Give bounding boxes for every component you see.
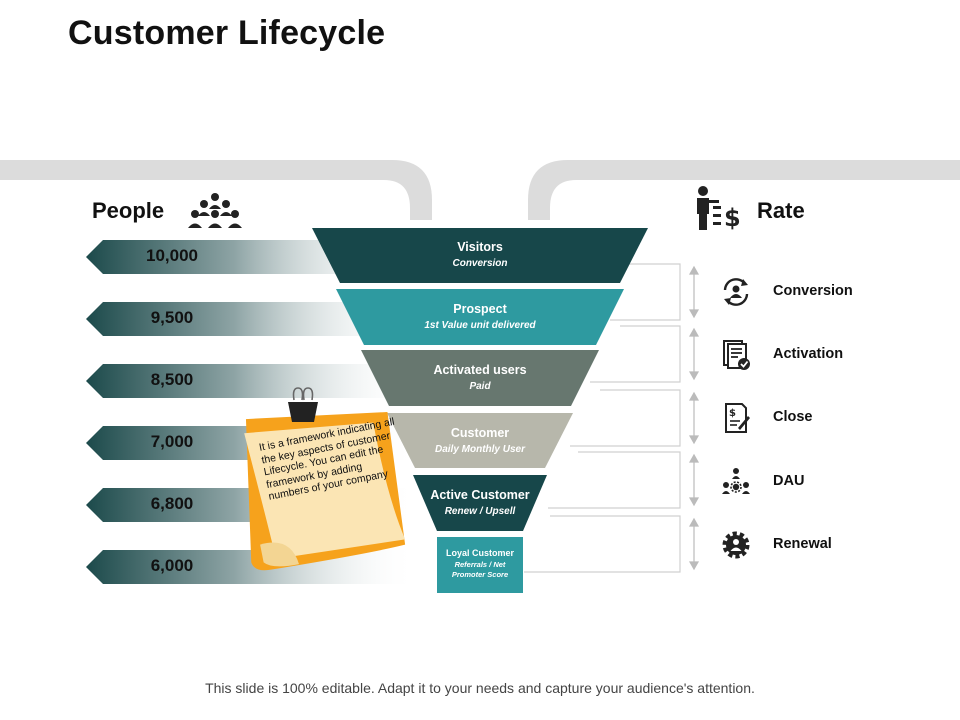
people-arrow-1: 10,000	[86, 240, 416, 274]
invoice-icon: $	[725, 403, 750, 433]
rate-item-conversion: Conversion	[720, 276, 920, 310]
people-value: 7,000	[150, 432, 194, 451]
people-value: 6,000	[150, 556, 194, 575]
left-band	[0, 160, 432, 220]
people-arrow-3: 8,500	[86, 364, 416, 398]
rate-connectors	[524, 263, 700, 573]
slide-title: Customer Lifecycle	[68, 14, 386, 52]
checklist-icon	[723, 340, 750, 370]
rate-item-renewal: Renewal	[720, 529, 920, 563]
people-header: People	[92, 198, 165, 223]
right-band	[528, 160, 960, 220]
svg-text:$: $	[729, 408, 736, 419]
people-value: 10,000	[146, 246, 198, 265]
team-gear-icon	[722, 468, 750, 494]
rate-item-dau: DAU	[720, 466, 920, 500]
rate-item-activation: Activation	[720, 339, 920, 373]
rate-item-close: $ Close	[720, 402, 920, 436]
people-value: 6,800	[150, 494, 194, 513]
footer-text: This slide is 100% editable. Adapt it to…	[205, 680, 755, 696]
people-value: 9,500	[150, 308, 194, 327]
people-group-icon	[188, 193, 242, 228]
refresh-user-icon	[723, 278, 749, 306]
rate-header: Rate	[757, 198, 805, 223]
gear-user-icon	[722, 531, 750, 559]
svg-text:$: $	[724, 204, 741, 232]
binder-clip-icon	[288, 387, 318, 422]
sticky-note	[244, 412, 406, 571]
people-arrow-2: 9,500	[86, 302, 416, 336]
people-value: 8,500	[150, 370, 194, 389]
presenter-dollar-icon: $	[697, 186, 741, 232]
